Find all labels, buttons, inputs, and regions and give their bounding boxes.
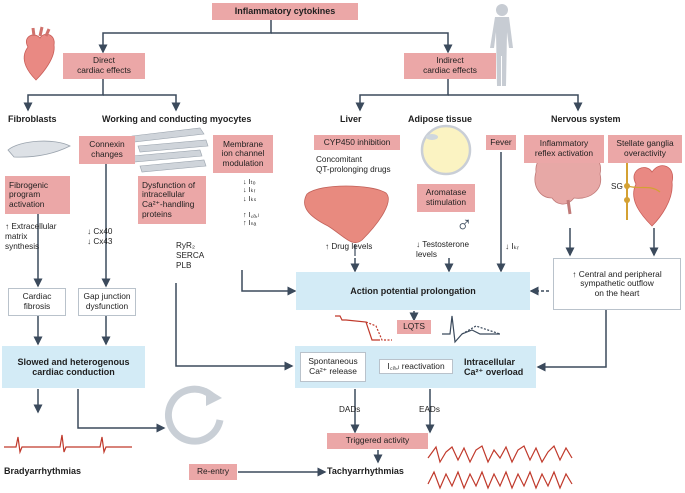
sympathetic-outflow-box: ↑ Central and peripheral sympathetic out… xyxy=(553,258,681,310)
tachyarrhythmias-label: Tachyarrhythmias xyxy=(327,466,404,476)
dads-label: DADs xyxy=(339,405,361,414)
connector xyxy=(98,19,272,54)
spontaneous-ca-release-box: Spontaneous Ca²⁺ release xyxy=(300,352,366,382)
fibrogenic-program-box: Fibrogenic program activation xyxy=(5,176,70,214)
male-symbol: ♂ xyxy=(456,212,473,237)
ryr-serca-plb-label: RyR₂ SERCA PLB xyxy=(176,241,205,270)
tachy-trace-1 xyxy=(427,444,573,464)
reentry-box: Re-entry xyxy=(189,464,237,480)
fibroblast-illustration xyxy=(7,140,71,158)
ap-trace xyxy=(335,315,380,341)
stellate-ganglia-box: Stellate ganglia overactivity xyxy=(608,135,682,163)
adipose-header: Adipose tissue xyxy=(408,114,473,124)
brady-trace xyxy=(4,434,132,455)
liver-header: Liver xyxy=(340,114,362,124)
aromatase-stimulation-box: Aromatase stimulation xyxy=(417,184,475,212)
inflammatory-cytokines-box: Inflammatory cytokines xyxy=(212,3,358,20)
ca-overload-label: Intracellular Ca²⁺ overload xyxy=(464,356,524,377)
ical-reactivation-box: I꜀ₐ,ₗ reactivation xyxy=(379,359,453,374)
inflammatory-reflex-box: Inflammatory reflex activation xyxy=(524,135,604,163)
heart-illustration xyxy=(23,33,55,81)
lqts-box: LQTS xyxy=(397,320,431,334)
ecm-synthesis-label: ↑ Extracellular matrix synthesis xyxy=(5,222,57,251)
ion-channel-currents-label: ↓ Iₜₒ ↓ Iₖᵣ ↓ Iₖₛ ↑ I꜀ₐ,ₗ ↑ Iₙₐ xyxy=(243,177,259,228)
cardiac-fibrosis-box: Cardiac fibrosis xyxy=(8,288,66,316)
connexin-changes-box: Connexin changes xyxy=(79,136,135,164)
fibroblasts-header: Fibroblasts xyxy=(8,114,57,124)
liver-illustration xyxy=(304,185,389,243)
ca-handling-dysfunction-box: Dysfunction of intracellular Ca²⁺-handli… xyxy=(138,176,206,224)
concomitant-drugs-label: Concomitant QT-prolonging drugs xyxy=(316,155,391,174)
bradyarrhythmias-label: Bradyarrhythmias xyxy=(4,466,82,476)
indirect-cardiac-effects-box: Indirect cardiac effects xyxy=(404,53,496,79)
nervous-system-header: Nervous system xyxy=(551,114,621,124)
adipocyte-illustration xyxy=(420,124,472,176)
cyp450-inhibition-box: CYP450 inhibition xyxy=(314,135,400,150)
sg-label: SG xyxy=(611,182,623,191)
action-potential-prolongation-box: Action potential prolongation xyxy=(296,272,530,310)
ikr-label: ↓ Iₖᵣ xyxy=(505,242,520,251)
testosterone-label: ↓ Testosterone levels xyxy=(416,240,470,259)
fever-box: Fever xyxy=(486,135,516,150)
slowed-conduction-box: Slowed and heterogenous cardiac conducti… xyxy=(2,346,145,388)
connexin-levels-label: ↓ Cx40 ↓ Cx43 xyxy=(87,227,113,246)
membrane-ion-channel-box: Membrane ion channel modulation xyxy=(213,135,273,173)
heart-sg-illustration xyxy=(633,165,674,227)
triggered-activity-box: Triggered activity xyxy=(327,433,428,449)
eads-label: EADs xyxy=(419,405,440,414)
myocyte-illustration xyxy=(131,127,209,173)
ecg-trace xyxy=(442,315,500,344)
drug-levels-label: ↑ Drug levels xyxy=(325,242,373,251)
gap-junction-box: Gap junction dysfunction xyxy=(78,288,136,316)
reentry-circle xyxy=(165,385,224,445)
tachy-trace-2 xyxy=(427,470,573,490)
myocytes-header: Working and conducting myocytes xyxy=(102,114,252,124)
direct-cardiac-effects-box: Direct cardiac effects xyxy=(63,53,145,79)
